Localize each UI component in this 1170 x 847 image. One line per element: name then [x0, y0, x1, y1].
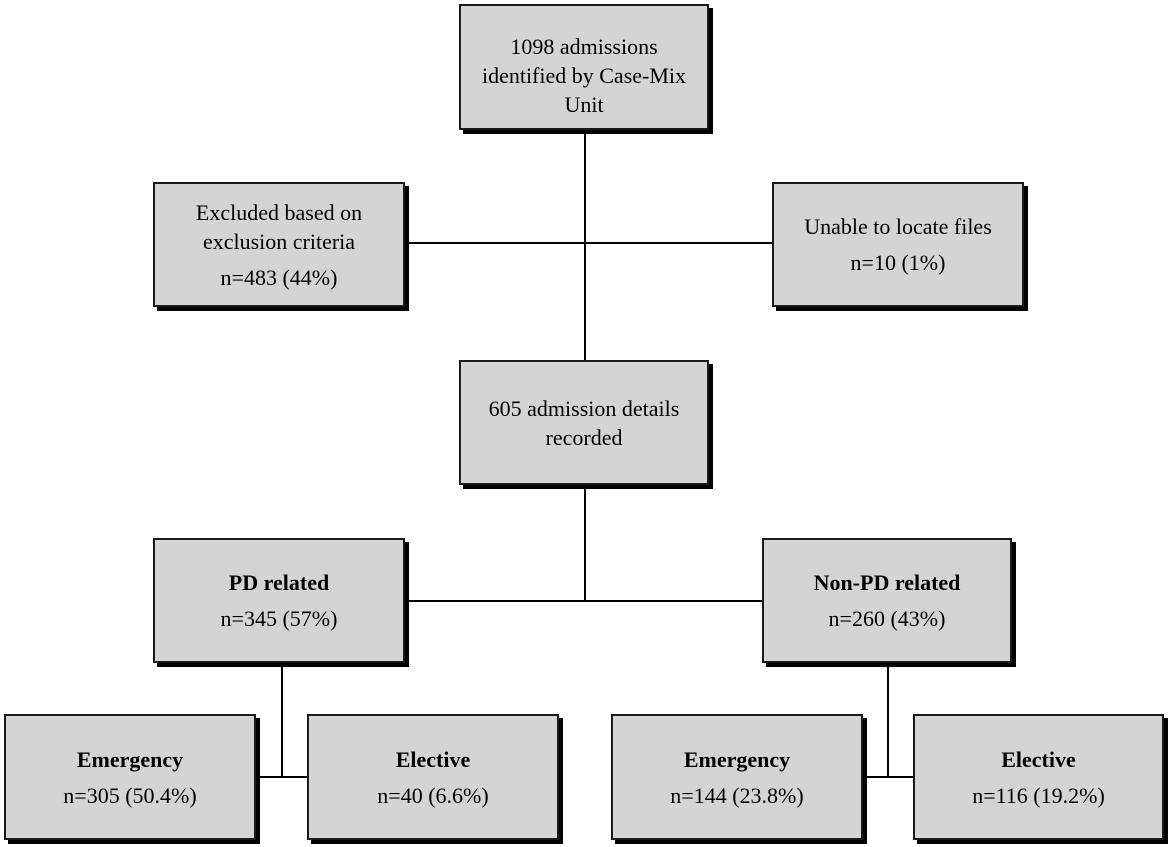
pd-elective-count: n=40 (6.6%): [377, 782, 489, 808]
non-pd-related-count: n=260 (43%): [828, 606, 946, 631]
unable-count: n=10 (1%): [850, 250, 946, 275]
non-pd-elective-title: Elective: [1001, 746, 1076, 772]
pd-related-title: PD related: [228, 570, 330, 595]
non-pd-related-title: Non-PD related: [813, 570, 961, 595]
non-pd-emergency-title: Emergency: [683, 746, 791, 772]
non-pd-elective-count: n=116 (19.2%): [972, 782, 1105, 808]
box-unable-to-locate: Unable to locate files n=10 (1%): [772, 182, 1024, 307]
box-pd-emergency: Emergency n=305 (50.4%): [4, 714, 256, 840]
pd-elective-title: Elective: [395, 746, 471, 772]
box-pd-related: PD related n=345 (57%): [153, 538, 405, 663]
pd-emergency-title: Emergency: [76, 746, 184, 772]
box-non-pd-emergency: Emergency n=144 (23.8%): [611, 714, 863, 840]
box-excluded: Excluded based on exclusion criteria n=4…: [153, 182, 405, 307]
recorded-line-2: recorded: [545, 424, 623, 450]
excluded-line-2: exclusion criteria: [202, 228, 356, 254]
box-pd-elective: Elective n=40 (6.6%): [307, 714, 559, 840]
excluded-line-1: Excluded based on: [195, 199, 363, 225]
recorded-line-1: 605 admission details: [488, 395, 680, 421]
admissions-line-3: Unit: [564, 92, 604, 117]
pd-emergency-count: n=305 (50.4%): [63, 782, 197, 808]
excluded-count: n=483 (44%): [220, 264, 338, 290]
pd-related-count: n=345 (57%): [220, 606, 338, 631]
unable-line-1: Unable to locate files: [804, 214, 992, 239]
box-admission-details-recorded: 605 admission details recorded: [459, 360, 709, 485]
box-non-pd-elective: Elective n=116 (19.2%): [913, 714, 1164, 840]
admissions-line-2: identified by Case-Mix: [481, 63, 687, 88]
box-admissions-identified: 1098 admissions identified by Case-Mix U…: [459, 4, 709, 130]
non-pd-emergency-count: n=144 (23.8%): [670, 782, 804, 808]
box-non-pd-related: Non-PD related n=260 (43%): [762, 538, 1012, 663]
admissions-line-1: 1098 admissions: [510, 34, 658, 59]
